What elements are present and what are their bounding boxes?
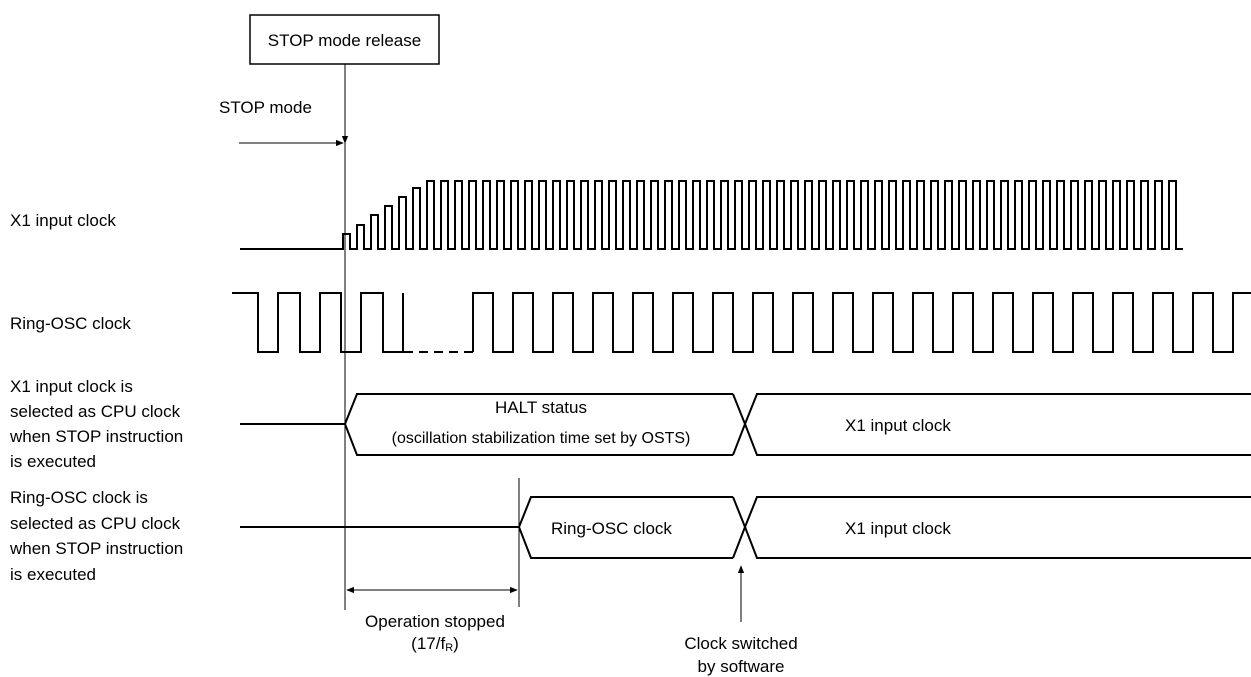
stop-release-box <box>249 14 440 65</box>
ring-osc-wave-after <box>472 292 1251 353</box>
halt-status-label: HALT status <box>495 398 587 417</box>
x1-clock-wave <box>240 180 1183 250</box>
case2-label: Ring-OSC clock is selected as CPU clock … <box>9 488 188 584</box>
stop-release-label: STOP mode release <box>268 31 421 50</box>
case1-label: X1 input clock is selected as CPU clock … <box>9 377 188 471</box>
case2-bus <box>240 496 1251 559</box>
case1-bus <box>240 393 1251 456</box>
ring-osc-wave-stopped <box>402 293 473 353</box>
waveforms <box>232 180 1251 353</box>
ring-osc-clock-label: Ring-OSC clock <box>10 314 131 333</box>
halt-status-sub: (oscillation stabilization time set by O… <box>392 430 691 447</box>
ring-osc-wave-before <box>232 292 404 353</box>
case2-ring-state: Ring-OSC clock <box>551 519 672 538</box>
clock-switch-label: Clock switched <box>684 634 797 653</box>
op-stopped-label: Operation stopped <box>365 612 505 631</box>
op-stopped-time: (17/fR) <box>411 634 459 654</box>
stop-mode-label: STOP mode <box>219 98 312 117</box>
case1-x1-state: X1 input clock <box>845 416 951 435</box>
clock-switch-label-2: by software <box>698 657 785 676</box>
x1-clock-label: X1 input clock <box>10 211 116 230</box>
case2-x1-state: X1 input clock <box>845 519 951 538</box>
